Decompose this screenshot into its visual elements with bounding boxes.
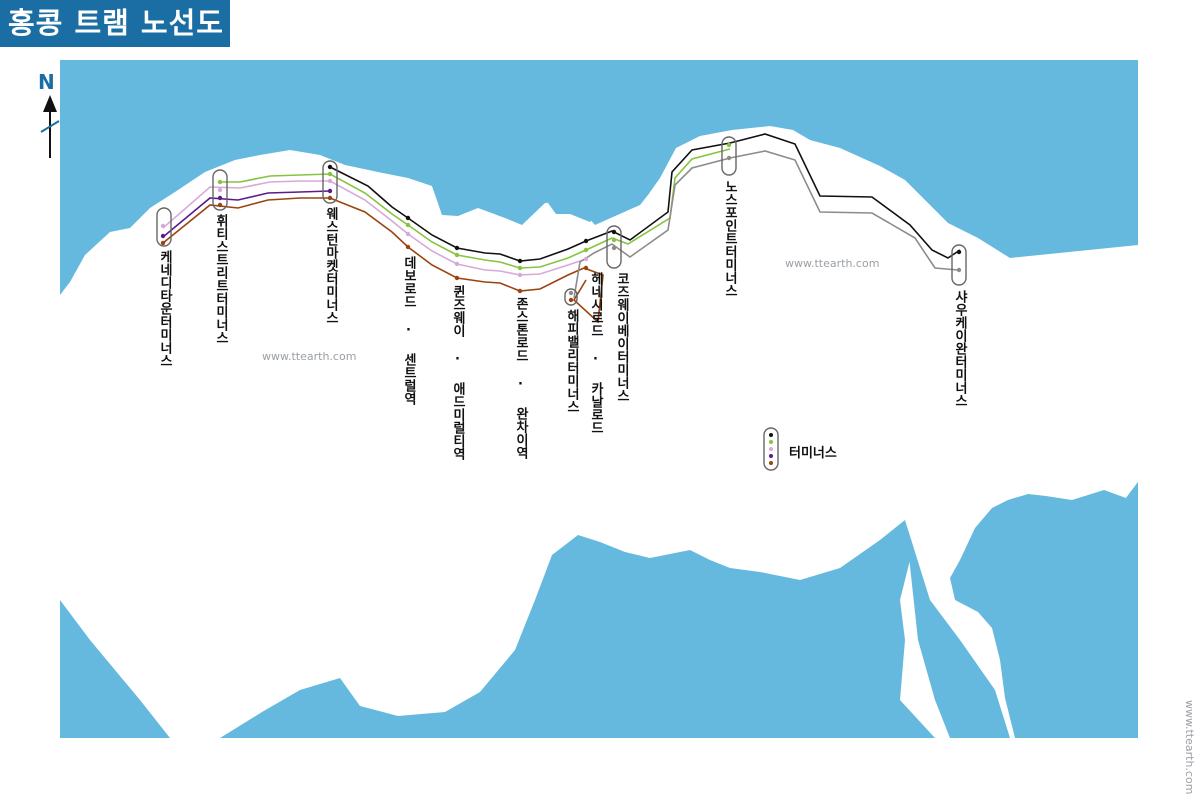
station-label-hennessy-canal: 헤네시로드 · 카날로드 [588,272,603,434]
station-label-johnston-wanchai: 존스톤로드 · 완차이역 [513,297,528,459]
tai-tam-bay [905,520,1010,738]
compass-arrow-icon [40,95,60,158]
terminus-whitty-street-marker [212,169,228,211]
watermark-side: www.ttearth.com [1183,700,1196,795]
tram-line-green [220,148,731,269]
tram-line-gray [573,150,959,299]
watermark-map-left: www.ttearth.com [262,350,357,363]
north-shore-bay [432,180,470,212]
deep-water-bay [500,548,760,738]
compass-north-label: N [38,70,55,94]
terminus-shau-kei-wan-marker [951,244,967,286]
station-label-shau-kei-wan: 샤우케이완터미너스 [952,290,967,407]
station-dots [160,142,962,303]
station-label-western-market: 웨스턴마켓터미너스 [323,207,338,324]
station-label-des-voeux-central: 데보로드 · 센트럴역 [401,256,416,405]
terminus-north-point-marker [721,136,737,176]
repulse-bay [720,680,880,738]
station-label-happy-valley: 해피밸리터미너스 [564,309,579,413]
shek-o-bay [1105,482,1138,600]
aberdeen-bay [60,600,170,738]
watermark-map-right: www.ttearth.com [785,257,880,270]
hong-kong-island-land [60,126,1138,738]
tram-line-purple [162,190,331,238]
station-label-whitty-street: 휘티스트리트터미너스 [213,214,228,344]
legend-terminus-symbol [763,427,779,471]
terminus-kennedy-town-marker [156,207,172,247]
terminus-western-market-marker [322,160,338,204]
station-label-causeway-bay: 코즈웨이베이터미너스 [614,272,629,402]
terminus-happy-valley-marker [564,288,578,306]
legend-label: 터미너스 [789,446,837,461]
map-title: 홍콩 트램 노선도 [0,0,230,47]
station-label-queensway-admiralty: 퀸즈웨이 · 애드미럴티역 [450,285,465,460]
station-label-north-point: 노스포인트터미너스 [722,180,737,297]
typhoon-shelter [548,196,598,222]
terminus-causeway-bay-marker [606,225,622,269]
station-label-kennedy-town: 케네디타운터미너스 [157,250,172,367]
